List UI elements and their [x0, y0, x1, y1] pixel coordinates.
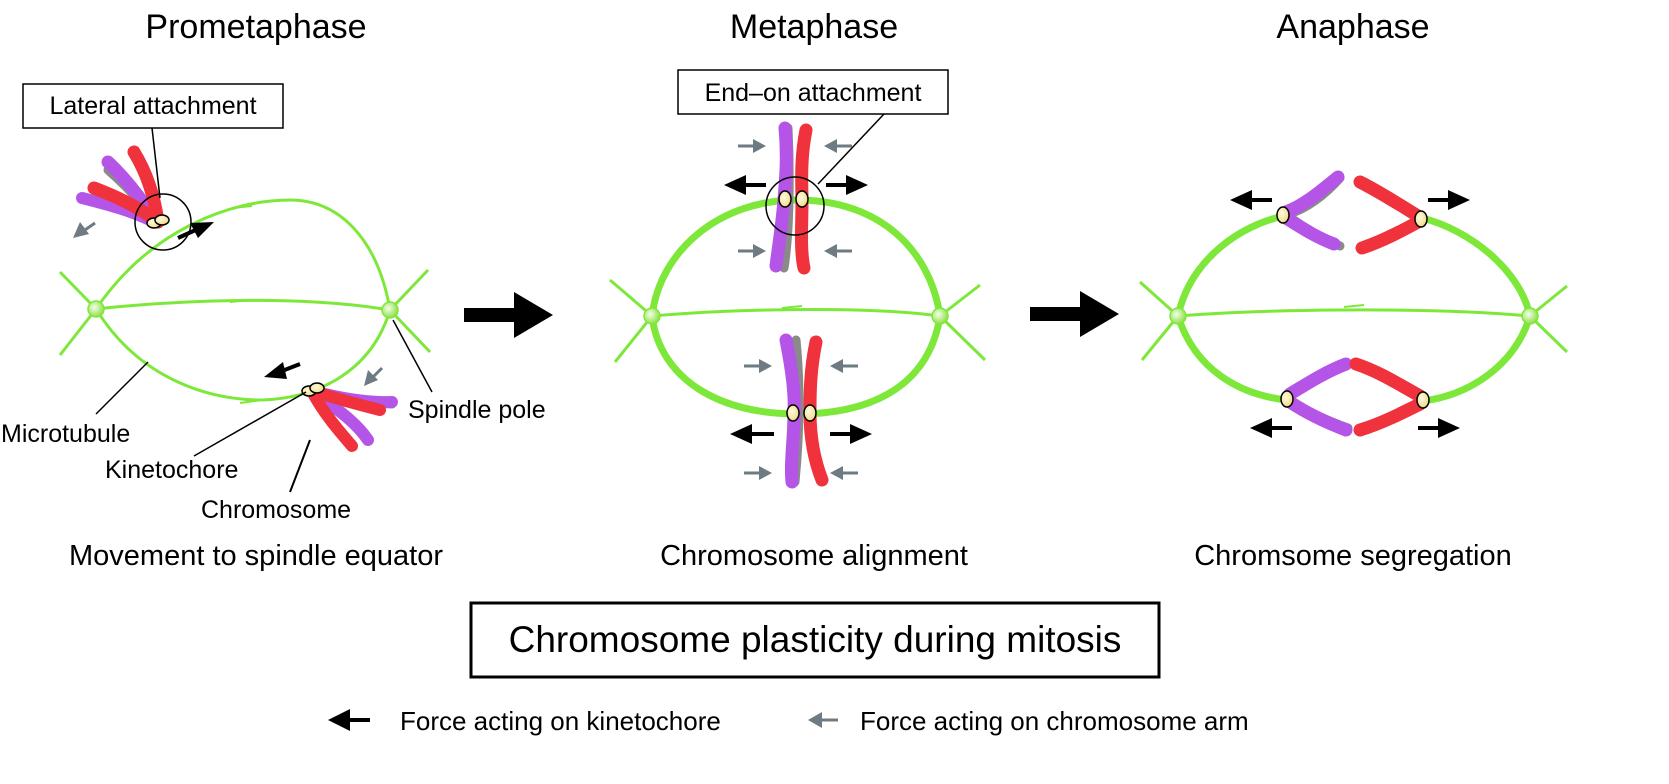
metaphase-title: Metaphase	[730, 8, 898, 46]
spindle-pole-label: Spindle pole	[408, 396, 546, 424]
kinetochore-force-arrow	[1428, 190, 1470, 210]
kinetochore-force-arrow	[1250, 418, 1292, 438]
chromosome-moving	[308, 386, 398, 452]
chromosome-lateral	[76, 145, 165, 229]
legend-kinetochore-label: Force acting on kinetochore	[400, 706, 721, 736]
kinetochore-icon	[803, 404, 817, 422]
anaphase-caption: Chromsome segregation	[1194, 540, 1512, 572]
anaphase-spindle	[1138, 212, 1569, 405]
anaphase-panel	[1138, 170, 1569, 438]
attachment-highlight-circle	[134, 193, 192, 251]
kinetochore-icon	[309, 382, 325, 394]
metaphase-caption: Chromosome alignment	[660, 540, 968, 572]
kinetochore-icon	[1280, 390, 1294, 408]
kinetochore-force-arrow	[826, 175, 868, 195]
chromatid-upper-left	[1279, 170, 1345, 251]
microtubule-leader	[95, 361, 149, 415]
kinetochore-icon	[1416, 391, 1430, 409]
prometaphase-title: Prometaphase	[145, 8, 366, 46]
chromatid-upper-right	[1353, 175, 1425, 255]
kinetochore-icon	[1276, 206, 1290, 224]
lateral-attachment-label: Lateral attachment	[49, 92, 256, 120]
chromatid-lower-right	[1349, 357, 1427, 437]
legend-kinetochore-arrow-icon	[328, 709, 370, 731]
end-on-attachment-box	[677, 69, 949, 115]
kinetochore-icon	[1414, 210, 1428, 228]
kinetochore-label: Kinetochore	[105, 456, 238, 484]
spindle-pole-left	[643, 307, 661, 325]
end-on-attachment-label: End–on attachment	[705, 79, 922, 107]
attachment-highlight-circle	[765, 176, 825, 236]
kinetochore-force-arrow	[1418, 418, 1460, 438]
kinetochore-force-arrow	[724, 175, 766, 195]
prometaphase-caption: Movement to spindle equator	[69, 540, 443, 572]
kinetochore-force-arrow	[1230, 190, 1272, 210]
kinetochore-force-arrow	[730, 424, 774, 444]
kinetochore-force-arrow	[264, 362, 301, 379]
microtubule-label: Microtubule	[1, 420, 130, 448]
chromosome-leader	[289, 439, 311, 493]
spindle-pole-right	[381, 301, 399, 319]
summary-title-box	[469, 601, 1161, 679]
lateral-attachment-leader	[151, 127, 161, 199]
arm-force-arrow	[738, 139, 858, 480]
arm-force-arrow	[364, 366, 384, 386]
kinetochore-icon	[786, 404, 800, 422]
transition-arrow-2	[1030, 291, 1119, 337]
spindle-pole-right	[931, 307, 949, 325]
spindle-pole-left	[87, 300, 105, 318]
kinetochore-force-arrow	[830, 424, 872, 444]
prometaphase-spindle	[58, 198, 432, 404]
legend-arm-arrow-icon	[808, 712, 838, 728]
end-on-attachment-leader	[817, 113, 885, 185]
kinetochore-leader	[193, 391, 307, 457]
legend-arm-label: Force acting on chromosome arm	[860, 706, 1249, 736]
spindle-pole-left	[1169, 307, 1187, 325]
lateral-attachment-box	[22, 83, 284, 129]
kinetochore-icon	[778, 190, 792, 208]
chromatid-lower-left	[1283, 357, 1353, 437]
spindle-pole-right	[1521, 307, 1539, 325]
prometaphase-panel: Lateral attachment	[1, 83, 546, 524]
chromosome-label: Chromosome	[201, 496, 351, 524]
metaphase-panel: End–on attachment	[609, 69, 987, 489]
kinetochore-icon	[795, 190, 809, 208]
summary-title: Chromosome plasticity during mitosis	[509, 619, 1122, 660]
kinetochore-force-arrow	[177, 222, 214, 240]
spindle-pole-leader	[392, 319, 433, 393]
anaphase-title: Anaphase	[1276, 8, 1429, 46]
arm-force-arrow	[73, 221, 96, 238]
transition-arrow-1	[464, 292, 553, 338]
legend: Force acting on kinetochore Force acting…	[328, 706, 1249, 736]
kinetochore-icon	[154, 214, 170, 226]
